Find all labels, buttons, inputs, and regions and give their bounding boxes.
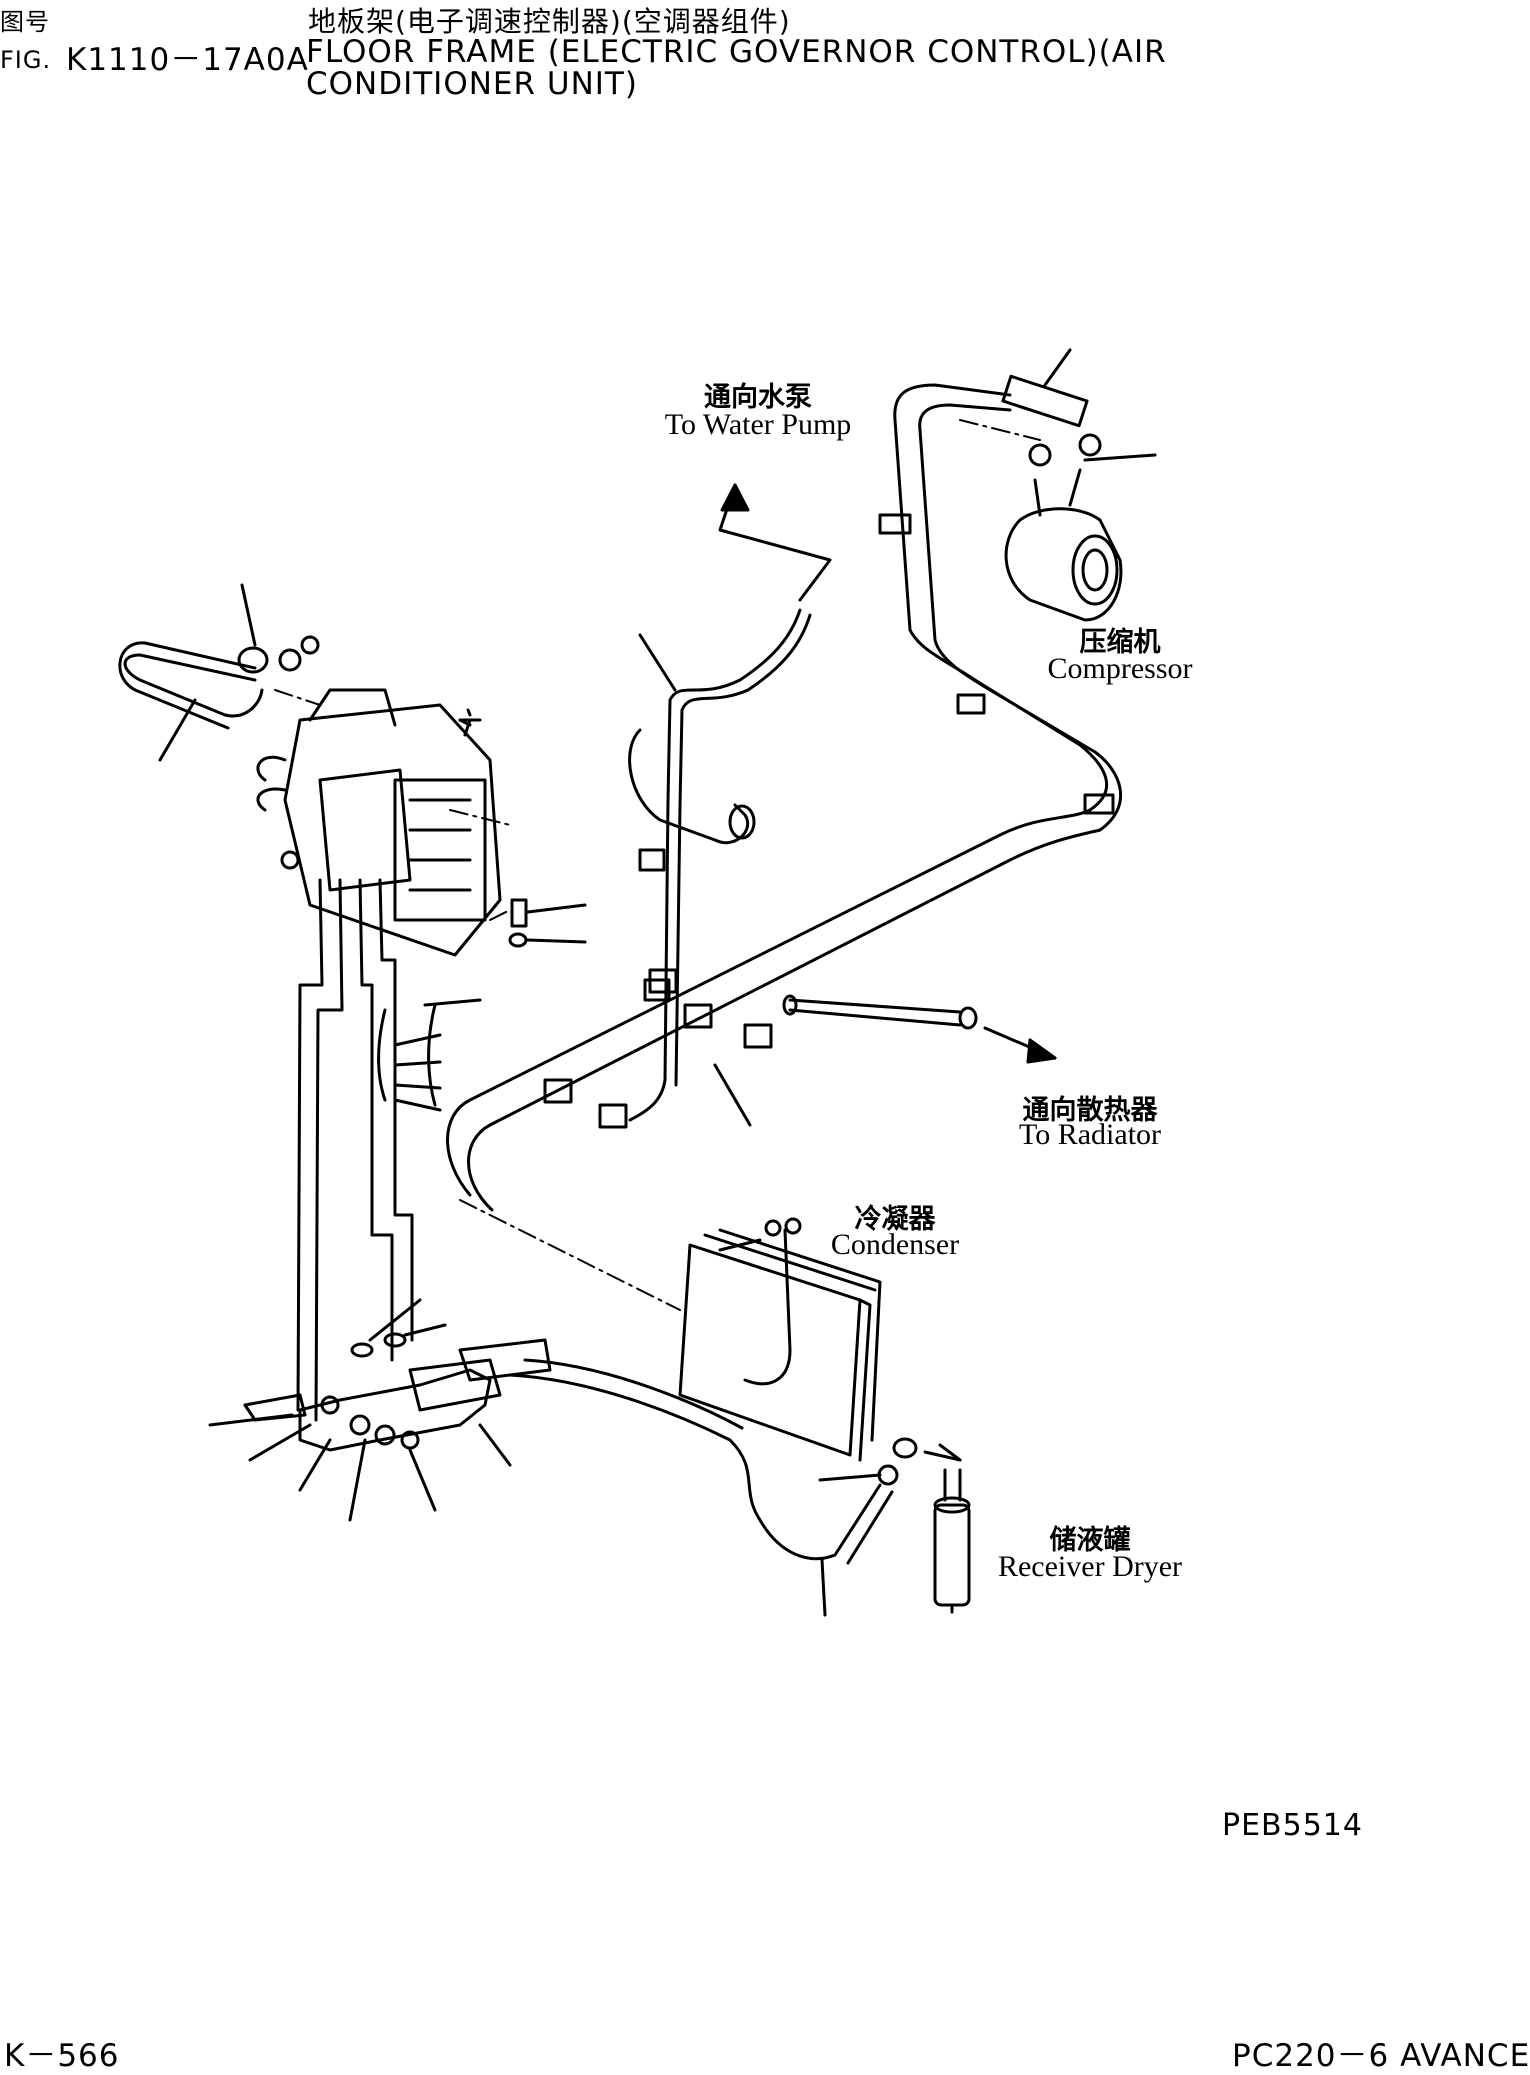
- compressor-label-cn: 压缩机: [1079, 627, 1161, 658]
- condenser-icon: [678, 1217, 882, 1462]
- reference-lines: [274, 419, 1041, 1311]
- title-en-line1: FLOOR FRAME (ELECTRIC GOVERNOR CONTROL)(…: [306, 34, 1167, 70]
- receiver-dryer-icon: [933, 1468, 971, 1614]
- thin-tubes: [296, 878, 482, 1422]
- title-cn: 地板架(电子调速控制器)(空调器组件): [308, 5, 791, 38]
- receiver-dryer-label-cn: 储液罐: [1049, 1525, 1131, 1556]
- radiator-hose: [713, 994, 1057, 1127]
- water-pump-label-en: To Water Pump: [664, 408, 852, 441]
- model-name: PC220－6 AVANCE: [1232, 2038, 1530, 2074]
- compressor-label-en: Compressor: [1047, 652, 1193, 685]
- exploded-parts-diagram: [118, 348, 1157, 1617]
- fig-number: K1110－17A0A: [66, 42, 309, 78]
- page-number: K－566: [4, 2038, 120, 2074]
- main-refrigerant-tubes: [446, 383, 1122, 1212]
- condenser-label-en: Condenser: [830, 1228, 960, 1261]
- condenser-label-cn: 冷凝器: [854, 1204, 936, 1235]
- fig-label-cn: 图号: [0, 8, 50, 36]
- radiator-label-en: To Radiator: [1018, 1118, 1162, 1151]
- radiator-label-cn: 通向散热器: [1022, 1095, 1158, 1126]
- bottom-fittings: [208, 1298, 552, 1522]
- receiver-tube: [508, 1358, 962, 1617]
- water-pump-hose: [628, 483, 832, 1122]
- fig-label-en: FIG.: [0, 46, 52, 74]
- air-conditioner-unit-icon: [256, 688, 502, 957]
- water-pump-label-cn: 通向水泵: [704, 382, 812, 413]
- receiver-dryer-label-en: Receiver Dryer: [997, 1550, 1183, 1583]
- drawing-code: PEB5514: [1222, 1808, 1363, 1843]
- drain-hose: [118, 583, 482, 762]
- tube-clips: [543, 513, 1115, 1129]
- title-en-line2: CONDITIONER UNIT): [306, 66, 638, 102]
- compressor-icon: [1001, 348, 1157, 622]
- bolts: [466, 708, 587, 948]
